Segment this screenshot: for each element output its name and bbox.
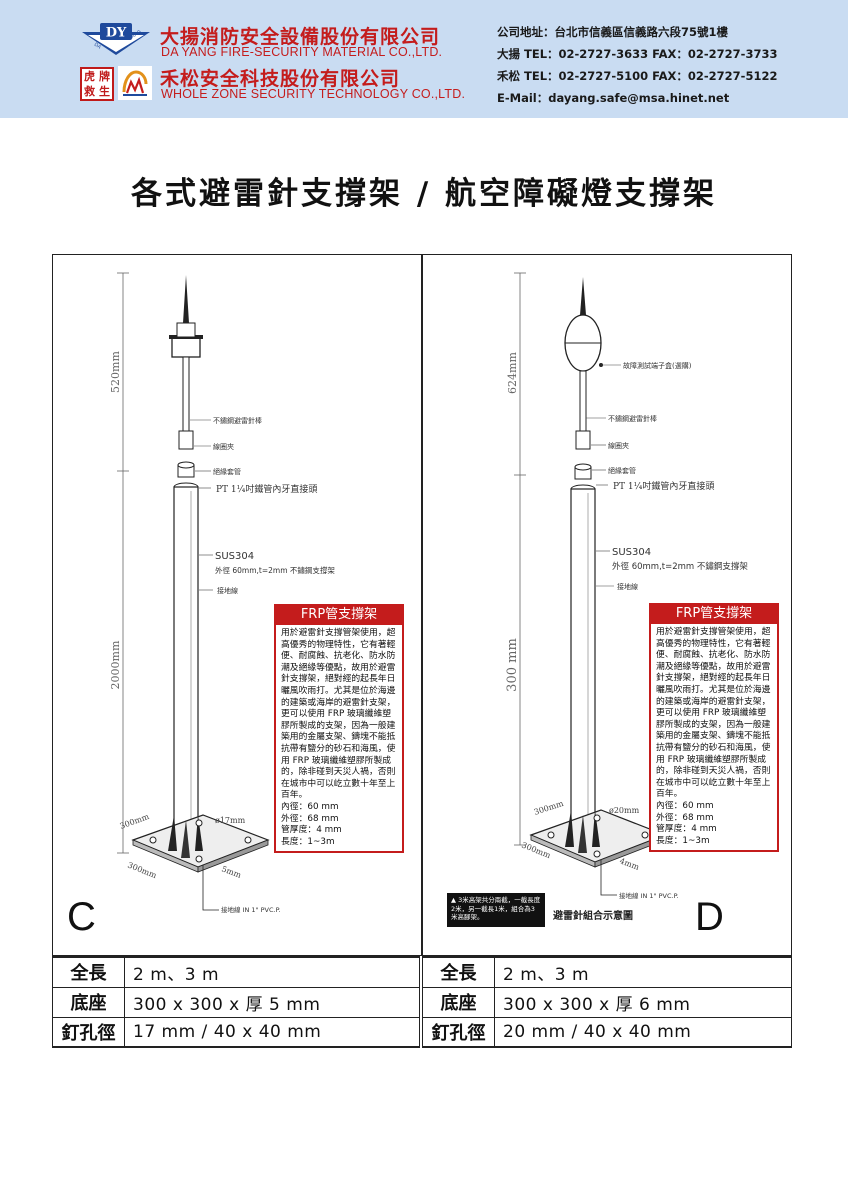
- label-rod-d: 不鏽鋼避雷針棒: [608, 414, 657, 423]
- frp-title-d: FRP管支撐架: [651, 605, 777, 624]
- frp-spec-d: 管厚度：4 mm: [656, 824, 717, 835]
- seal-logo: 虎 牌 救 生: [80, 67, 114, 101]
- product-figure: 520mm 2000mm: [52, 254, 792, 956]
- table-row: 底座 300 x 300 x 厚 5 mm: [52, 986, 420, 1018]
- label-pvc-d: 接地線 IN 1" PVC.P.: [619, 891, 679, 900]
- spec-table-c: 全長 2 m、3 m 底座 300 x 300 x 厚 5 mm 釘孔徑 17 …: [52, 956, 420, 1048]
- spec-value: 17 mm / 40 x 40 mm: [124, 1016, 420, 1048]
- spec-label: 底座: [422, 986, 495, 1018]
- frp-body-c: 用於避雷針支撐管架使用，超高優秀的物理特性，它有著輕便、耐腐蝕、抗老化、防水防潮…: [276, 625, 402, 851]
- assembly-note: ▲ 3米高架共分兩截，一截長度2米，另一截長1米，組合為3米高腳架。: [447, 893, 545, 927]
- frp-spec-c: 內徑：60 mm: [281, 801, 339, 812]
- frp-title-c: FRP管支撐架: [276, 606, 402, 625]
- dim-hole-d: ø20mm: [609, 806, 640, 815]
- panel-d-drawing: 624mm 300 mm 300mm: [505, 272, 748, 900]
- page-title: 各式避雷針支撐架 / 航空障礙燈支撐架: [131, 176, 717, 212]
- email[interactable]: E-Mail：dayang.safe@msa.hinet.net: [497, 91, 730, 105]
- dim-main-d: 300 mm: [505, 638, 520, 692]
- company-address: 公司地址：台北市信義區信義路六段75號1樓: [497, 25, 729, 39]
- page-header: DY DA YANG 虎 牌 救 生 大揚消防安全設備股份有限公司 DA YAN…: [0, 0, 848, 118]
- logo-dy-left: DA: [93, 42, 103, 51]
- table-row: 釘孔徑 20 mm / 40 x 40 mm: [422, 1016, 792, 1048]
- dim-base1-c: 300mm: [119, 812, 151, 831]
- spec-label: 全長: [52, 956, 125, 988]
- frp-spec-c: 管厚度：4 mm: [281, 825, 342, 836]
- seal-char: 虎: [84, 70, 95, 83]
- label-ground-d: 接地線: [617, 582, 638, 591]
- spec-value: 20 mm / 40 x 40 mm: [494, 1016, 792, 1048]
- frp-description-c: 用於避雷針支撐管架使用，超高優秀的物理特性，它有著輕便、耐腐蝕、抗老化、防水防潮…: [281, 628, 396, 801]
- company1-name: 大揚消防安全設備股份有限公司: [160, 26, 441, 48]
- seal-char: 救: [84, 85, 95, 98]
- label-pipe-mat-d: SUS304: [612, 547, 651, 558]
- dim-base1-d: 300mm: [533, 799, 565, 817]
- frp-description-d: 用於避雷針支撐管架使用，超高優秀的物理特性，它有著輕便、耐腐蝕、抗老化、防水防潮…: [656, 627, 771, 800]
- label-ground-c: 接地線: [217, 586, 238, 595]
- dim-top-d: 624mm: [506, 352, 519, 394]
- spec-label: 底座: [52, 986, 125, 1018]
- spec-value: 2 m、3 m: [494, 956, 792, 988]
- label-rod-c: 不鏽鋼避雷針棒: [213, 416, 262, 425]
- seal-char: 生: [99, 85, 110, 98]
- panel-c-drawing: 520mm 2000mm: [109, 272, 335, 914]
- panel-letter-d: D: [695, 895, 724, 939]
- wholezone-phone: 禾松 TEL：02-2727-5100 FAX：02-2727-5122: [497, 69, 778, 83]
- frp-spec-d: 長度：1~3m: [656, 835, 710, 846]
- spec-label: 釘孔徑: [422, 1016, 495, 1048]
- dim-hole-c: ø17mm: [215, 816, 246, 825]
- frp-spec-c: 外徑：68 mm: [281, 813, 339, 824]
- table-row: 釘孔徑 17 mm / 40 x 40 mm: [52, 1016, 420, 1048]
- spec-label: 釘孔徑: [52, 1016, 125, 1048]
- label-pvc-c: 接地線 IN 1" PVC.P.: [221, 905, 281, 914]
- frp-spec-d: 外徑：68 mm: [656, 812, 714, 823]
- label-clamp-d: 線圈夾: [608, 441, 629, 450]
- label-thread-c: PT 1¼吋鐵管內牙直接頭: [216, 483, 317, 495]
- panel-d: 624mm 300 mm 300mm: [423, 255, 791, 955]
- dim-thickness-d: 4mm: [618, 856, 641, 872]
- panel-divider: [421, 255, 423, 955]
- company2-name: 禾松安全科技股份有限公司: [160, 68, 401, 90]
- panel-letter-c: C: [67, 895, 96, 939]
- frp-info-box-c: FRP管支撐架 用於避雷針支撐管架使用，超高優秀的物理特性，它有著輕便、耐腐蝕、…: [274, 604, 404, 854]
- dayang-phone: 大揚 TEL：02-2727-3633 FAX：02-2727-3733: [497, 47, 778, 61]
- spec-table-d: 全長 2 m、3 m 底座 300 x 300 x 厚 6 mm 釘孔徑 20 …: [422, 956, 792, 1048]
- seal-char: 牌: [99, 70, 110, 83]
- label-pipe-mat-c: SUS304: [215, 551, 254, 562]
- assembly-caption: 避雷針組合示意圖: [553, 911, 633, 922]
- table-row: 底座 300 x 300 x 厚 6 mm: [422, 986, 792, 1018]
- frp-spec-d: 內徑：60 mm: [656, 800, 714, 811]
- company2-en: WHOLE ZONE SECURITY TECHNOLOGY CO.,LTD.: [161, 87, 466, 101]
- wholezone-logo: [118, 66, 152, 100]
- dim-base2-c: 300mm: [126, 861, 158, 881]
- panel-c: 520mm 2000mm: [53, 255, 421, 955]
- label-pipe-spec-d: 外徑 60mm,t=2mm 不鏽鋼支撐架: [612, 561, 748, 572]
- dayang-logo: DY DA YANG: [82, 23, 150, 55]
- dim-main-c: 2000mm: [109, 640, 122, 689]
- dim-top-c: 520mm: [109, 351, 122, 393]
- logo-dy-text: DY: [106, 26, 127, 41]
- label-thread-d: PT 1¼吋鐵管內牙直接頭: [613, 480, 714, 492]
- label-insulator-d: 絕緣套管: [608, 466, 636, 475]
- table-row: 全長 2 m、3 m: [52, 956, 420, 988]
- frp-spec-c: 長度：1~3m: [281, 836, 335, 847]
- table-row: 全長 2 m、3 m: [422, 956, 792, 988]
- spec-value: 300 x 300 x 厚 6 mm: [494, 986, 792, 1018]
- spec-label: 全長: [422, 956, 495, 988]
- dim-thickness-c: 5mm: [220, 864, 243, 880]
- spec-value: 2 m、3 m: [124, 956, 420, 988]
- frp-info-box-d: FRP管支撐架 用於避雷針支撐管架使用，超高優秀的物理特性，它有著輕便、耐腐蝕、…: [649, 603, 779, 853]
- spec-value: 300 x 300 x 厚 5 mm: [124, 986, 420, 1018]
- label-insulator-c: 絕緣套管: [213, 467, 241, 476]
- company1-en: DA YANG FIRE-SECURITY MATERIAL CO.,LTD.: [161, 45, 443, 59]
- frp-body-d: 用於避雷針支撐管架使用，超高優秀的物理特性，它有著輕便、耐腐蝕、抗老化、防水防潮…: [651, 624, 777, 850]
- label-pipe-spec-c: 外徑 60mm,t=2mm 不鏽鋼支撐架: [215, 565, 335, 575]
- label-test-d: 故障測試端子盒(選購): [623, 361, 692, 370]
- label-clamp-c: 線圈夾: [213, 442, 234, 451]
